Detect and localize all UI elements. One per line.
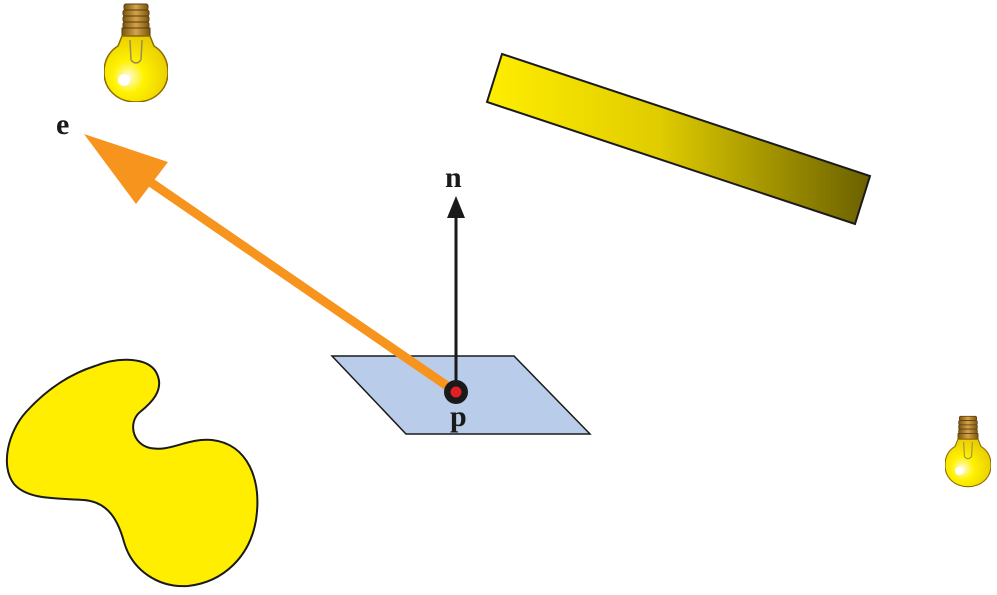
light-bulb-icon [945, 415, 991, 488]
normal-arrow-head [447, 196, 465, 218]
light-bulb-icon [104, 3, 168, 102]
label-n: n [445, 161, 462, 194]
label-p: p [450, 400, 467, 433]
view-arrow-shaft [135, 170, 461, 397]
label-e: e [56, 108, 69, 141]
yellow-panel [485, 52, 872, 226]
surface-point-center [450, 386, 462, 398]
yellow-blob [5, 358, 259, 588]
view-arrow-head [84, 134, 168, 204]
